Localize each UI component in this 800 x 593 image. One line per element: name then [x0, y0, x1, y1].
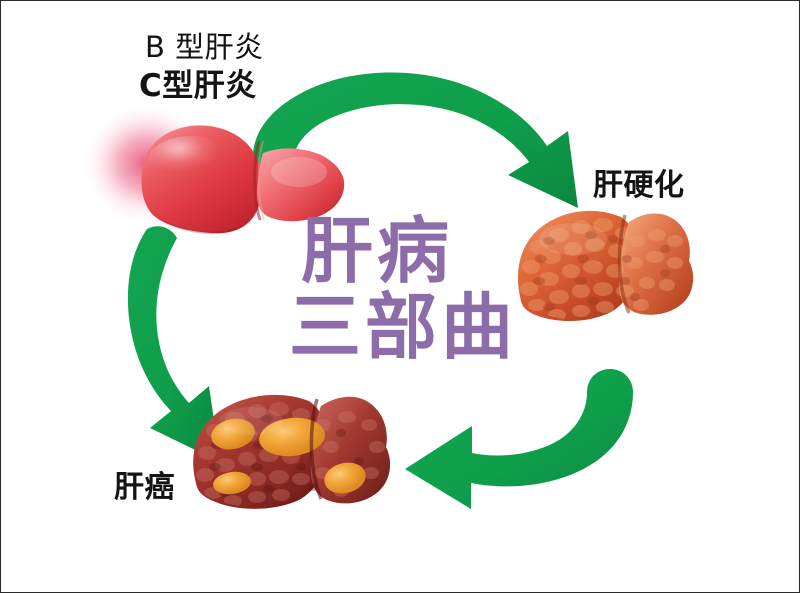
arrow-hepatitis-to-cirrhosis: [253, 72, 578, 208]
label-cirrhosis: 肝硬化: [593, 168, 685, 203]
tumor-nodules: [211, 417, 366, 495]
arrow-hepatitis-to-cancer: [127, 226, 220, 462]
cirrhotic-liver-illustration: [517, 210, 694, 322]
label-hepatitis-b: B 型肝炎: [145, 30, 264, 64]
center-title-line-2: 三部曲: [289, 284, 518, 369]
center-title-line-1: 肝病: [301, 208, 454, 293]
label-hepatitis-c: C型肝炎: [139, 68, 257, 104]
cancerous-liver-illustration: [193, 394, 391, 509]
label-liver-cancer: 肝癌: [114, 470, 175, 505]
arrow-cirrhosis-to-cancer: [405, 369, 633, 509]
healthy-liver-illustration: [141, 125, 345, 234]
